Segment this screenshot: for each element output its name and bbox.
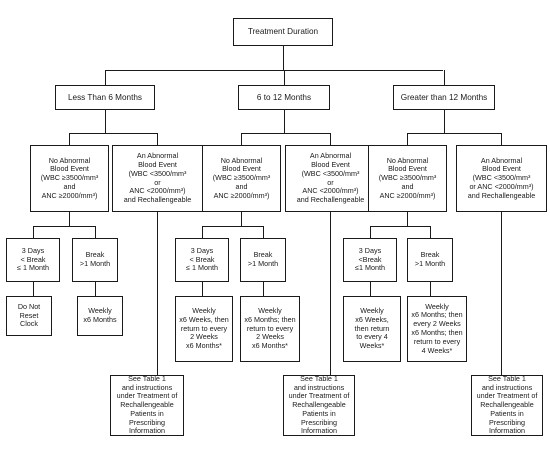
connector-line	[330, 133, 331, 145]
branch-1-long-break-node: Break >1 Month	[72, 238, 118, 282]
connector-line	[69, 133, 70, 145]
branch-3-see-table-node: See Table 1 and instructions under Treat…	[471, 374, 543, 436]
connector-line	[202, 225, 263, 227]
branch-3-long-break-action-node: Weekly x6 Months; then every 2 Weeks x6 …	[407, 296, 467, 362]
connector-line	[157, 212, 158, 375]
branch-2-short-break-node: 3 Days < Break ≤ 1 Month	[175, 238, 229, 282]
root-node: Treatment Duration	[233, 18, 333, 46]
connector-line	[94, 226, 96, 238]
connector-line	[429, 226, 431, 238]
connector-line	[104, 110, 106, 133]
branch-3-long-break-node: Break >1 Month	[407, 238, 453, 282]
connector-line	[369, 226, 371, 238]
branch-2-no-abnormal-event-node: No Abnormal Blood Event (WBC ≥3500/mm³ a…	[202, 145, 281, 212]
branch-greater-than-12-months: Greater than 12 Months	[393, 85, 495, 110]
branch-1-short-break-action-node: Do Not Reset Clock	[6, 296, 52, 336]
connector-line	[32, 282, 34, 296]
connector-line	[94, 282, 96, 296]
connector-line	[407, 133, 408, 145]
connector-line	[330, 212, 331, 375]
connector-line	[501, 133, 502, 145]
connector-line	[241, 133, 242, 145]
branch-3-short-break-node: 3 Days <Break ≤1 Month	[343, 238, 397, 282]
connector-line	[32, 226, 34, 238]
connector-line	[241, 132, 331, 134]
branch-6-to-12-months: 6 to 12 Months	[238, 85, 330, 110]
branch-1-see-table-node: See Table 1 and instructions under Treat…	[110, 374, 184, 436]
connector-line	[105, 69, 443, 71]
connector-line	[283, 70, 285, 85]
connector-line	[69, 132, 158, 134]
connector-line	[443, 110, 445, 133]
branch-2-short-break-action-node: Weekly x6 Weeks, then return to every 2 …	[175, 296, 233, 362]
branch-2-abnormal-event-node: An Abnormal Blood Event (WBC <3500/mm³ o…	[285, 145, 376, 212]
connector-line	[407, 212, 408, 226]
connector-line	[282, 46, 284, 70]
branch-1-short-break-node: 3 Days < Break ≤ 1 Month	[6, 238, 60, 282]
connector-line	[69, 212, 70, 226]
branch-3-abnormal-event-node: An Abnormal Blood Event (WBC <3500/mm³ o…	[456, 145, 547, 212]
connector-line	[157, 133, 158, 145]
connector-line	[201, 282, 203, 296]
connector-line	[370, 225, 430, 227]
connector-line	[262, 226, 264, 238]
branch-less-than-6-months: Less Than 6 Months	[55, 85, 155, 110]
branch-2-long-break-node: Break >1 Month	[240, 238, 286, 282]
connector-line	[443, 70, 445, 85]
connector-line	[241, 212, 242, 226]
connector-line	[283, 110, 285, 133]
connector-line	[262, 282, 264, 296]
connector-line	[429, 282, 431, 296]
branch-2-see-table-node: See Table 1 and instructions under Treat…	[283, 374, 355, 436]
connector-line	[407, 132, 502, 134]
connector-line	[33, 225, 95, 227]
branch-3-short-break-action-node: Weekly x6 Weeks, then return to every 4 …	[343, 296, 401, 362]
branch-3-no-abnormal-event-node: No Abnormal Blood Event (WBC ≥3500/mm³ a…	[368, 145, 447, 212]
branch-1-long-break-action-node: Weekly x6 Months	[77, 296, 123, 336]
connector-line	[201, 226, 203, 238]
connector-line	[501, 212, 502, 375]
branch-1-no-abnormal-event-node: No Abnormal Blood Event (WBC ≥3500/mm³ a…	[30, 145, 109, 212]
branch-2-long-break-action-node: Weekly x6 Months; then return to every 2…	[240, 296, 300, 362]
connector-line	[369, 282, 371, 296]
connector-line	[104, 70, 106, 85]
branch-1-abnormal-event-node: An Abnormal Blood Event (WBC <3500/mm³ o…	[112, 145, 203, 212]
